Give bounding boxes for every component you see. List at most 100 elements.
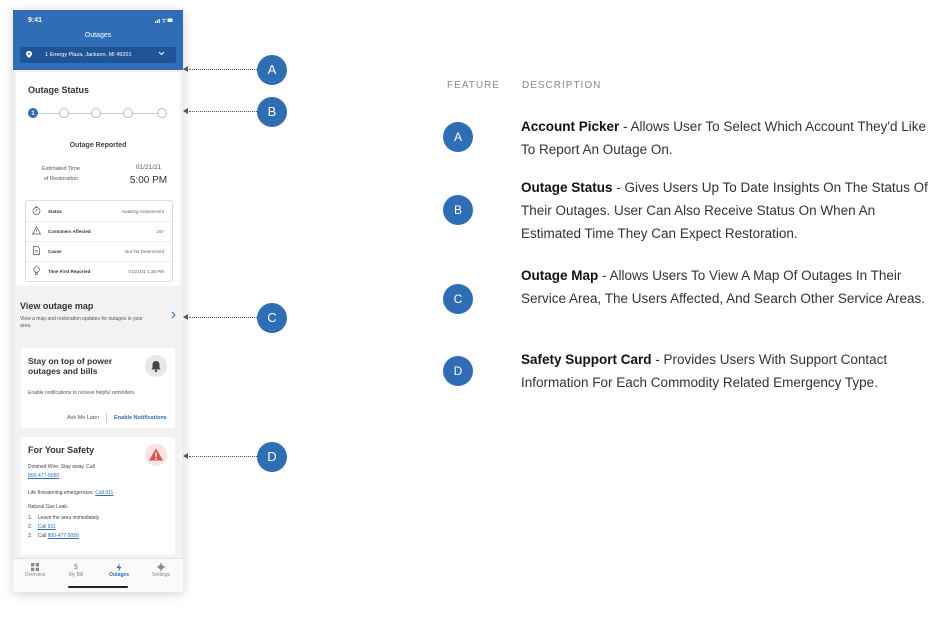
etr-time: 5:00 PM <box>129 175 168 186</box>
feature-badge-b: B <box>443 195 473 225</box>
tab-overview[interactable]: Overview <box>18 563 52 578</box>
feature-column-header: FEATURE <box>447 80 500 91</box>
notification-card: Stay on top of power outages and bills E… <box>21 348 175 428</box>
header-title: Outages <box>84 32 112 39</box>
account-picker[interactable]: 1 Energy Plaza, Jackson, MI 49201 <box>20 47 176 63</box>
ask-later-button[interactable]: Ask Me Later <box>67 415 100 421</box>
feature-row-a: Account Picker - Allows User To Select W… <box>521 115 935 161</box>
feature-badge-a: A <box>443 122 473 152</box>
phone-mockup: 9:41 Outages 1 Energy Plaza, Jackson, MI… <box>13 10 183 592</box>
tab-label: My Bill <box>68 572 84 578</box>
gas-step-1-text: Leave the area immediately <box>37 515 100 521</box>
connector-d <box>189 456 257 457</box>
app-header: 9:41 Outages 1 Energy Plaza, Jackson, MI… <box>13 10 183 70</box>
stopwatch-icon <box>32 206 41 215</box>
step-status-text: Outage Reported <box>69 142 127 149</box>
notification-title-line1: Stay on top of power <box>28 356 113 366</box>
etr-label-line1: Estimated Time <box>42 166 80 172</box>
detail-value: 01/21/21 1:36 PM <box>128 269 164 274</box>
safety-title: For Your Safety <box>28 445 95 455</box>
gas-leak-label: Natural Gas Leak: <box>28 504 69 510</box>
tab-label: Outages <box>108 572 129 578</box>
feature-description: - Gives Users Up To Date Insights On The… <box>521 180 928 241</box>
dollar-icon: $ <box>74 564 78 571</box>
step-3 <box>91 108 101 118</box>
location-pin-icon <box>26 51 32 58</box>
call-911-link[interactable]: Call 911 <box>95 490 114 496</box>
feature-name: Safety Support Card <box>521 352 652 367</box>
etr-date: 01/21/21 <box>135 164 162 171</box>
tab-settings[interactable]: Settings <box>144 563 178 578</box>
arrowhead-b <box>183 108 188 114</box>
arrowhead-c <box>183 314 188 320</box>
account-address: 1 Energy Plaza, Jackson, MI 49201 <box>45 52 132 58</box>
detail-row: Status Awaiting Assessment <box>26 201 172 222</box>
status-bar: 9:41 <box>13 10 183 32</box>
gas-step-2: 2. Call 911 <box>28 524 56 531</box>
description-column-header: DESCRIPTION <box>522 80 602 91</box>
feature-row-b: Outage Status - Gives Users Up To Date I… <box>521 176 935 245</box>
lightning-icon <box>102 563 136 572</box>
notification-title: Stay on top of power outages and bills <box>28 356 138 376</box>
gas-phone-link[interactable]: 800-477-5050 <box>47 533 79 539</box>
outage-details-table: Status Awaiting Assessment Customers Aff… <box>25 200 173 282</box>
callout-a: A <box>257 55 287 85</box>
feature-name: Account Picker <box>521 119 620 134</box>
step-1: 1 <box>28 108 38 118</box>
lightbulb-icon <box>32 266 41 275</box>
feature-badge-d: D <box>443 356 473 386</box>
tab-label: Overview <box>24 572 46 578</box>
detail-value: Not Yet Determined <box>124 249 164 254</box>
step-4 <box>123 108 133 118</box>
grid-icon <box>18 563 52 572</box>
etr-label-line2: of Restoration <box>43 176 79 182</box>
etr-label: Estimated Time of Restoration <box>31 164 91 184</box>
feature-row-d: Safety Support Card - Provides Users Wit… <box>521 348 935 394</box>
notification-description: Enable notifications to recieve helpful … <box>28 390 136 396</box>
list-number: 1. <box>28 515 33 521</box>
detail-row: Customers Affected 197 <box>26 221 172 242</box>
enable-notifications-button[interactable]: Enable Notifications <box>114 415 167 421</box>
safety-card: For Your Safety Downed Wire: Stay away. … <box>21 437 175 555</box>
feature-row-c: Outage Map - Allows Users To View A Map … <box>521 264 935 310</box>
warning-icon <box>145 444 167 466</box>
gas-step-3: 3. Call 800-477-5050 <box>28 533 79 540</box>
tab-label: Settings <box>151 572 171 578</box>
detail-label: Time First Reported <box>48 269 91 274</box>
life-threat-line: Life threatening emergencies: Call 911 <box>28 490 113 497</box>
gas-step-1: 1. Leave the area immediately <box>28 515 99 522</box>
detail-value: 197 <box>156 229 164 234</box>
map-description: View a map and restoration updates for o… <box>20 316 143 329</box>
notification-title-line2: outages and bills <box>28 366 98 376</box>
life-threat-text: Life threatening emergencies: <box>28 490 94 496</box>
tab-outages[interactable]: Outages <box>102 563 136 578</box>
home-indicator <box>68 586 128 588</box>
chevron-down-icon <box>158 51 165 58</box>
callout-b: B <box>257 97 287 127</box>
gas-call-911-link[interactable]: Call 911 <box>37 524 56 530</box>
feature-name: Outage Status <box>521 180 613 195</box>
downed-wire-text: Downed Wire: Stay away. Call <box>28 464 95 470</box>
step-5 <box>157 108 167 118</box>
outage-status-title: Outage Status <box>28 85 90 95</box>
detail-row: Cause Not Yet Determined <box>26 241 172 262</box>
callout-c: C <box>257 303 287 333</box>
progress-stepper: 1 <box>28 108 168 120</box>
arrowhead-d <box>183 453 188 459</box>
button-divider <box>106 413 107 422</box>
tab-my-bill[interactable]: $ My Bill <box>59 563 93 578</box>
detail-value: Awaiting Assessment <box>121 209 164 214</box>
outage-map-link[interactable]: View outage map View a map and restorati… <box>16 293 180 339</box>
detail-label: Cause <box>48 249 62 254</box>
chevron-right-icon <box>171 311 176 321</box>
detail-row: Time First Reported 01/21/21 1:36 PM <box>26 261 172 281</box>
step-2 <box>59 108 69 118</box>
status-time: 9:41 <box>28 17 43 24</box>
feature-description: - Provides Users With Support Contact In… <box>521 352 888 390</box>
feature-description: - Allows User To Select Which Account Th… <box>521 119 927 157</box>
downed-wire-phone-link[interactable]: 800-477-5050 <box>28 473 60 479</box>
arrowhead-a <box>183 66 188 72</box>
callout-d: D <box>257 442 287 472</box>
list-number: 2. <box>28 524 33 530</box>
gas-step-3-text: Call <box>37 533 47 539</box>
